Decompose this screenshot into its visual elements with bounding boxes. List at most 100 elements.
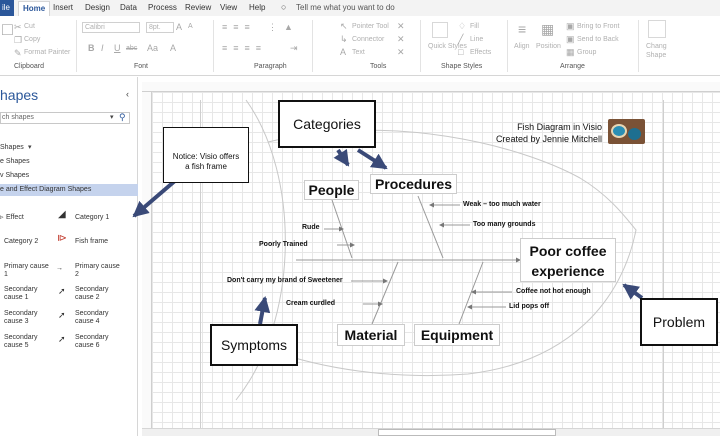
line-button[interactable]: Line bbox=[470, 36, 484, 43]
effect-line-2: experience bbox=[531, 263, 605, 279]
format-painter-button[interactable]: Format Painter bbox=[24, 49, 71, 56]
position-button[interactable]: Position bbox=[536, 43, 561, 50]
tab-home[interactable]: Home bbox=[18, 1, 51, 16]
clipboard-group-label: Clipboard bbox=[14, 63, 44, 70]
cause-poorly-trained[interactable]: Poorly Trained bbox=[259, 241, 308, 248]
tab-data[interactable]: Data bbox=[120, 3, 137, 12]
grow-font-icon[interactable]: A bbox=[176, 22, 183, 32]
category-material[interactable]: Material bbox=[337, 324, 405, 346]
master-fish-frame[interactable]: Fish frame bbox=[75, 238, 109, 245]
stencil-item[interactable]: v Shapes bbox=[0, 172, 30, 179]
problem-callout: Problem bbox=[640, 298, 718, 346]
master-effect[interactable]: Effect bbox=[6, 214, 24, 221]
master-secondary-cause-2[interactable]: Secondary bbox=[75, 286, 109, 293]
group-separator bbox=[213, 20, 214, 72]
tab-review[interactable]: Review bbox=[185, 3, 212, 12]
shrink-font-icon[interactable]: A bbox=[188, 23, 193, 30]
cause-coffee-not-hot[interactable]: Coffee not hot enough bbox=[516, 288, 591, 295]
cause-lid-pops-off[interactable]: Lid pops off bbox=[509, 303, 550, 310]
effect-line-1: Poor coffee bbox=[529, 243, 607, 259]
font-size-combo[interactable]: 8pt. bbox=[146, 22, 174, 33]
vertical-ruler bbox=[142, 92, 152, 428]
underline-button[interactable]: U bbox=[114, 43, 121, 53]
collapse-pane-icon[interactable]: ‹ bbox=[126, 89, 129, 99]
paste-icon[interactable]: □ bbox=[2, 19, 13, 39]
chevron-down-icon[interactable]: ▾ bbox=[110, 114, 114, 121]
master-category-2[interactable]: Category 2 bbox=[4, 238, 39, 245]
cause-weak-coffee[interactable]: Weak – too much water bbox=[463, 201, 541, 208]
category-procedures[interactable]: Procedures bbox=[370, 174, 457, 194]
pointer-tool-icon: ↖ bbox=[340, 21, 348, 31]
tab-design[interactable]: Design bbox=[85, 3, 110, 12]
group-separator bbox=[507, 20, 508, 72]
tab-view[interactable]: View bbox=[220, 3, 238, 12]
align-horizontal-icons[interactable]: ≡≡≡≡ bbox=[222, 43, 268, 53]
change-shape-icon[interactable] bbox=[648, 20, 666, 38]
master-category-1[interactable]: Category 1 bbox=[75, 214, 110, 221]
tab-process[interactable]: Process bbox=[148, 3, 177, 12]
indent-icon[interactable]: ⇥ bbox=[290, 43, 298, 53]
copy-button[interactable]: Copy bbox=[24, 36, 41, 43]
text-direction-icon[interactable]: ▲ bbox=[284, 22, 293, 32]
bring-to-front-button[interactable]: Bring to Front bbox=[577, 23, 620, 30]
change-shape-label-2[interactable]: Shape bbox=[646, 52, 667, 59]
master-secondary-cause-1[interactable]: Secondary bbox=[4, 286, 38, 293]
arrange-group-label: Arrange bbox=[560, 63, 585, 70]
tab-file[interactable]: ile bbox=[0, 0, 14, 16]
text-tool-icon: A bbox=[340, 47, 347, 57]
category-equipment[interactable]: Equipment bbox=[414, 324, 500, 346]
master-primary-cause-2[interactable]: Primary cause bbox=[75, 263, 120, 270]
tools-group-label: Tools bbox=[370, 63, 387, 70]
effects-button[interactable]: Effects bbox=[470, 49, 492, 56]
bold-button[interactable]: B bbox=[88, 43, 95, 53]
master-secondary-cause-4[interactable]: Secondary bbox=[75, 310, 109, 317]
effects-icon: □ bbox=[458, 47, 464, 57]
quick-styles-icon[interactable] bbox=[432, 22, 448, 38]
search-icon[interactable]: ⚲ bbox=[119, 112, 126, 122]
change-case-button[interactable]: Aa bbox=[147, 43, 159, 53]
send-to-back-button[interactable]: Send to Back bbox=[577, 36, 619, 43]
fish-frame-icon: ⧐ bbox=[57, 233, 67, 244]
master-secondary-cause-5[interactable]: Secondary bbox=[4, 334, 38, 341]
stencil-item[interactable]: Shapes bbox=[0, 144, 24, 151]
stencil-item[interactable]: e Shapes bbox=[0, 158, 30, 165]
strikethrough-button[interactable]: abc bbox=[126, 45, 138, 52]
diagram-subtitle: Created by Jennie Mitchell bbox=[495, 134, 602, 144]
cause-too-many-grounds[interactable]: Too many grounds bbox=[473, 221, 536, 228]
close-icon[interactable]: ✕ bbox=[397, 21, 405, 31]
bullets-icon[interactable]: ⋮ bbox=[268, 22, 277, 32]
group-separator bbox=[76, 20, 77, 72]
align-top-icons[interactable]: ≡≡≡ bbox=[222, 22, 256, 32]
tab-insert[interactable]: Insert bbox=[53, 3, 74, 12]
text-tool-button[interactable]: Text bbox=[352, 49, 365, 56]
effect-box[interactable]: Poor coffee experience bbox=[520, 238, 616, 282]
category-people[interactable]: People bbox=[304, 180, 359, 200]
cause-rude[interactable]: Rude bbox=[302, 224, 320, 231]
quick-styles-button[interactable]: Quick Styles bbox=[428, 43, 467, 50]
shapes-search-input[interactable]: ch shapes bbox=[0, 112, 130, 124]
master-primary-cause-1[interactable]: Primary cause bbox=[4, 263, 49, 270]
pointer-tool-button[interactable]: Pointer Tool bbox=[352, 23, 389, 30]
font-name-combo[interactable]: Calibri bbox=[82, 22, 140, 33]
tell-me-search[interactable]: Tell me what you want to do bbox=[296, 3, 395, 12]
tab-help[interactable]: Help bbox=[249, 3, 266, 12]
connector-button[interactable]: Connector bbox=[352, 36, 385, 43]
change-shape-label[interactable]: Chang bbox=[646, 43, 667, 50]
italic-button[interactable]: I bbox=[101, 43, 104, 53]
font-color-button[interactable]: A bbox=[170, 43, 177, 53]
master-secondary-cause-2-line2: cause 2 bbox=[75, 294, 100, 301]
cut-button[interactable]: Cut bbox=[24, 23, 35, 30]
close-icon[interactable]: ✕ bbox=[397, 34, 405, 44]
align-button[interactable]: Align bbox=[514, 43, 530, 50]
cause-sweetener[interactable]: Don't carry my brand of Sweetener bbox=[227, 277, 343, 284]
master-secondary-cause-6[interactable]: Secondary bbox=[75, 334, 109, 341]
master-secondary-cause-3[interactable]: Secondary bbox=[4, 310, 38, 317]
chevron-down-icon[interactable]: ▾ bbox=[28, 144, 32, 151]
shapes-pane: hapes ‹ ch shapes ▾ ⚲ Shapes ▾ e Shapes … bbox=[0, 77, 138, 436]
cause-cream-curdled[interactable]: Cream curdled bbox=[286, 300, 336, 307]
fill-button[interactable]: Fill bbox=[470, 23, 479, 30]
close-icon[interactable]: ✕ bbox=[397, 47, 405, 57]
stencil-item-cause-effect[interactable]: e and Effect Diagram Shapes bbox=[0, 184, 138, 196]
group-button[interactable]: Group bbox=[577, 49, 597, 56]
